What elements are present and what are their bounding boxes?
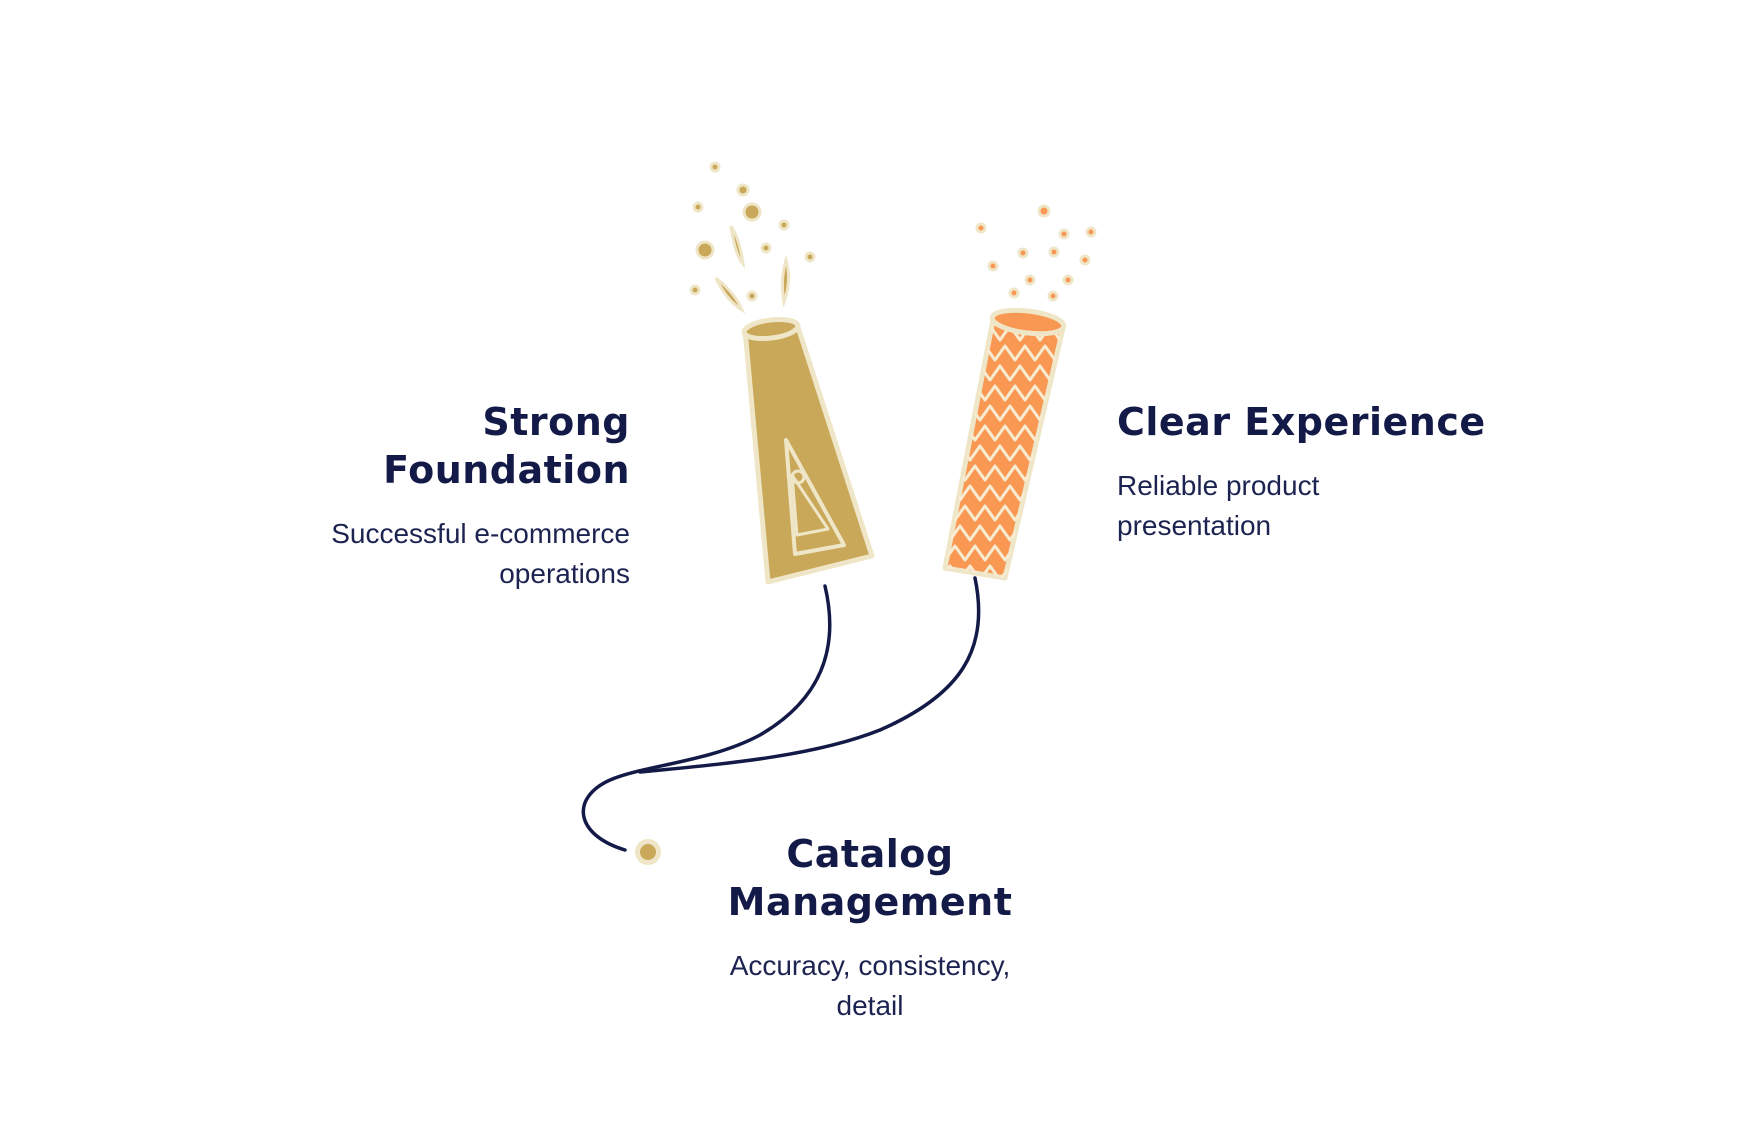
node-title: Clear Experience bbox=[1117, 398, 1537, 446]
node-description: Accuracy, consistency, detail bbox=[690, 946, 1050, 1026]
node-title: Strong Foundation bbox=[240, 398, 630, 494]
gold-sparks bbox=[689, 161, 816, 314]
description-line: Accuracy, consistency, bbox=[729, 950, 1011, 981]
node-catalog-management: Catalog Management Accuracy, consistency… bbox=[690, 830, 1050, 1026]
description-line: Reliable product bbox=[1117, 470, 1320, 501]
node-clear-experience: Clear Experience Reliable product presen… bbox=[1117, 398, 1537, 546]
node-strong-foundation: Strong Foundation Successful e-commerce … bbox=[240, 398, 630, 594]
description-line: detail bbox=[836, 990, 904, 1021]
title-line: Clear Experience bbox=[1117, 400, 1486, 444]
title-line: Catalog bbox=[786, 832, 954, 876]
node-description: Reliable product presentation bbox=[1117, 466, 1537, 546]
fuse-line-left bbox=[581, 584, 832, 852]
description-line: operations bbox=[499, 558, 630, 589]
title-line: Management bbox=[727, 880, 1013, 924]
node-description: Successful e-commerce operations bbox=[240, 514, 630, 594]
orange-zigzag-firecracker-icon bbox=[942, 307, 1067, 581]
orange-sparks bbox=[975, 204, 1097, 302]
fuse-line-right bbox=[638, 576, 981, 774]
description-line: Successful e-commerce bbox=[331, 518, 630, 549]
gold-firecracker-icon bbox=[741, 316, 875, 585]
title-line: Strong bbox=[482, 400, 630, 444]
node-title: Catalog Management bbox=[690, 830, 1050, 926]
description-line: presentation bbox=[1117, 510, 1272, 541]
fuse-spark-icon bbox=[635, 839, 661, 865]
title-line: Foundation bbox=[383, 448, 630, 492]
